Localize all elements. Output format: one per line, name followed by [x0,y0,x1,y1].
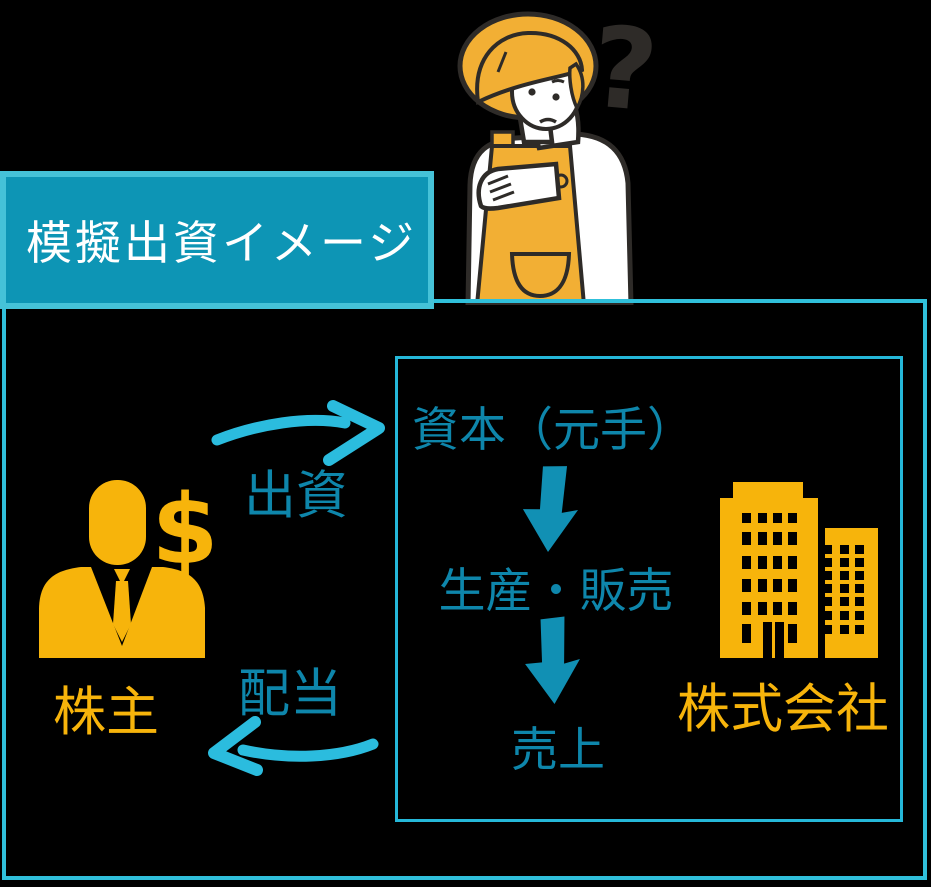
title-box: 模擬出資イメージ [0,171,434,309]
hair-lock [568,61,585,112]
eye-left [528,88,536,96]
company-label: 株式会社 [677,678,889,740]
thinking-woman-illustration [457,11,634,305]
finger-line [487,174,509,186]
tie [113,581,131,642]
folded-arm [476,161,562,211]
sales-label: 売上 [511,723,605,779]
page-title: 模擬出資イメージ [26,216,418,270]
shareholder-label: 株主 [53,681,159,743]
down-arrow-icon [525,616,580,704]
capital-label: 資本（元手） [412,403,694,459]
finger-line [492,190,515,202]
shareholder-icon: $ [39,474,218,658]
tall-building-windows [742,513,797,643]
eye-right [552,93,560,101]
mouth [539,117,557,124]
head [89,480,146,565]
hair-fringe [475,30,585,105]
down-arrow-icon [522,466,579,552]
invest-arrow-icon [211,400,385,466]
small-building-windows [825,545,864,634]
company-building-icon [720,482,878,658]
tall-building-door [763,622,784,658]
company-process-box [395,356,903,822]
dollar-icon: $ [152,474,219,586]
hair-strand [496,51,508,73]
dividend-arrow-icon [208,716,379,776]
apron-pocket [509,252,572,299]
eyebrow [551,79,565,84]
roof-step [733,482,803,500]
dividend-label: 配当 [237,664,343,725]
invest-label: 出資 [243,466,349,527]
question-mark: ? [586,2,663,138]
small-building [825,528,878,658]
tie-knot [114,569,130,585]
production-label: 生産・販売 [438,564,674,620]
finger-line [489,182,512,194]
